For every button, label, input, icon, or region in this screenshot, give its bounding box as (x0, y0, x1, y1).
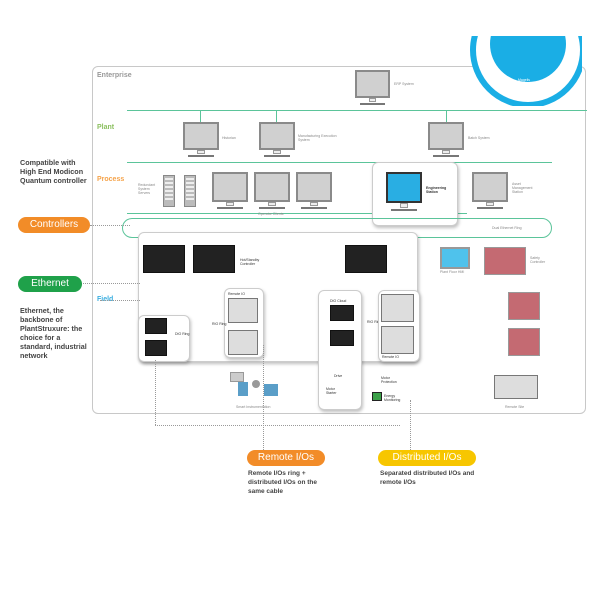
motor-protection-label: Motor Protection (381, 376, 397, 384)
operator-clients-label: Operator Clients (258, 212, 284, 216)
historian-monitor-icon (183, 122, 219, 158)
drive-label: Drive (334, 374, 343, 378)
io-rack-icon (381, 294, 414, 322)
io-module-icon (330, 305, 354, 321)
magelis-badge: Magelis (470, 36, 582, 106)
level-process: Process (97, 176, 125, 183)
level-enterprise: Enterprise (97, 72, 132, 79)
motor-starter-label: Motor Starter (326, 387, 337, 395)
distributed-ios-note: Separated distributed I/Os and remote I/… (380, 470, 475, 486)
operator-client-icon (296, 172, 332, 210)
rio-ring-label: RIO Ring (212, 322, 227, 326)
asset-monitor-icon (472, 172, 508, 210)
io-module-icon (145, 340, 167, 356)
remote-site-rack-icon (494, 375, 538, 399)
operator-client-icon (254, 172, 290, 210)
remote-ios-pill: Remote I/Os (247, 450, 325, 466)
rio-ring-label-2: RIO Ring (367, 320, 382, 324)
level-field: Field (97, 296, 114, 303)
plant-floor-hmi-icon (440, 247, 470, 269)
io-rack-icon (381, 326, 414, 354)
ethernet-note: Ethernet, the backbone of PlantStruxure:… (20, 306, 87, 360)
dio-ring-label: DIO Ring (175, 332, 190, 336)
redundant-servers-label: Redundant System Servers (138, 183, 156, 195)
server-icon (184, 175, 196, 207)
operator-client-icon (212, 172, 248, 210)
engineering-label: Engineering Station (426, 186, 447, 194)
erp-monitor-icon (355, 70, 390, 106)
smart-instrumentation-icon (230, 372, 280, 398)
process-network-line (127, 213, 467, 214)
plant-network-line (127, 162, 552, 163)
magelis-label: Magelis (518, 78, 531, 82)
ethernet-pill: Ethernet (18, 276, 82, 292)
engineering-monitor-icon (386, 172, 422, 212)
mes-monitor-icon (259, 122, 295, 158)
batch-label: Batch System (468, 136, 490, 140)
energy-monitoring-label: Energy Monitoring (384, 394, 401, 402)
remote-io-label: Remote IO (228, 292, 245, 296)
io-module-icon (330, 330, 354, 346)
plant-floor-hmi-label: Plant Floor HMI (440, 270, 465, 274)
erp-label: ERP System (394, 82, 414, 86)
controllers-pill: Controllers (18, 217, 90, 233)
distributed-ios-pill: Distributed I/Os (378, 450, 476, 466)
safety-io-rack-icon (508, 292, 540, 320)
remote-ios-note: Remote I/Os ring + distributed I/Os on t… (248, 470, 317, 495)
safety-controller-label: Safety Controller (530, 256, 546, 264)
safety-controller-icon (484, 247, 526, 275)
remote-io-label-2: Remote IO (382, 355, 399, 359)
ethernet-ring-label: Dual Ethernet Ring (492, 226, 522, 230)
safety-io-rack-icon (508, 328, 540, 356)
controller-rack-icon (193, 245, 235, 273)
io-rack-icon (228, 330, 258, 355)
remote-site-label: Remote Site (505, 405, 525, 409)
io-module-icon (145, 318, 167, 334)
batch-monitor-icon (428, 122, 464, 158)
hot-standby-label: Hot/Standby Controller (240, 258, 260, 266)
controller-rack-icon (143, 245, 185, 273)
level-plant: Plant (97, 124, 115, 131)
mes-label: Manufacturing Execution System (298, 134, 337, 142)
dio-cloud-label: DIO Cloud (330, 299, 347, 303)
enterprise-network-line (127, 110, 587, 111)
io-rack-icon (228, 298, 258, 323)
server-icon (163, 175, 175, 207)
controller-rack-icon (345, 245, 387, 273)
compatible-note: Compatible with High End Modicon Quantum… (20, 158, 87, 185)
asset-mgmt-label: Asset Management Station (512, 182, 533, 194)
energy-meter-icon (372, 392, 382, 401)
smart-instrumentation-label: Smart Instrumentation (236, 405, 271, 409)
historian-label: Historian (222, 136, 236, 140)
